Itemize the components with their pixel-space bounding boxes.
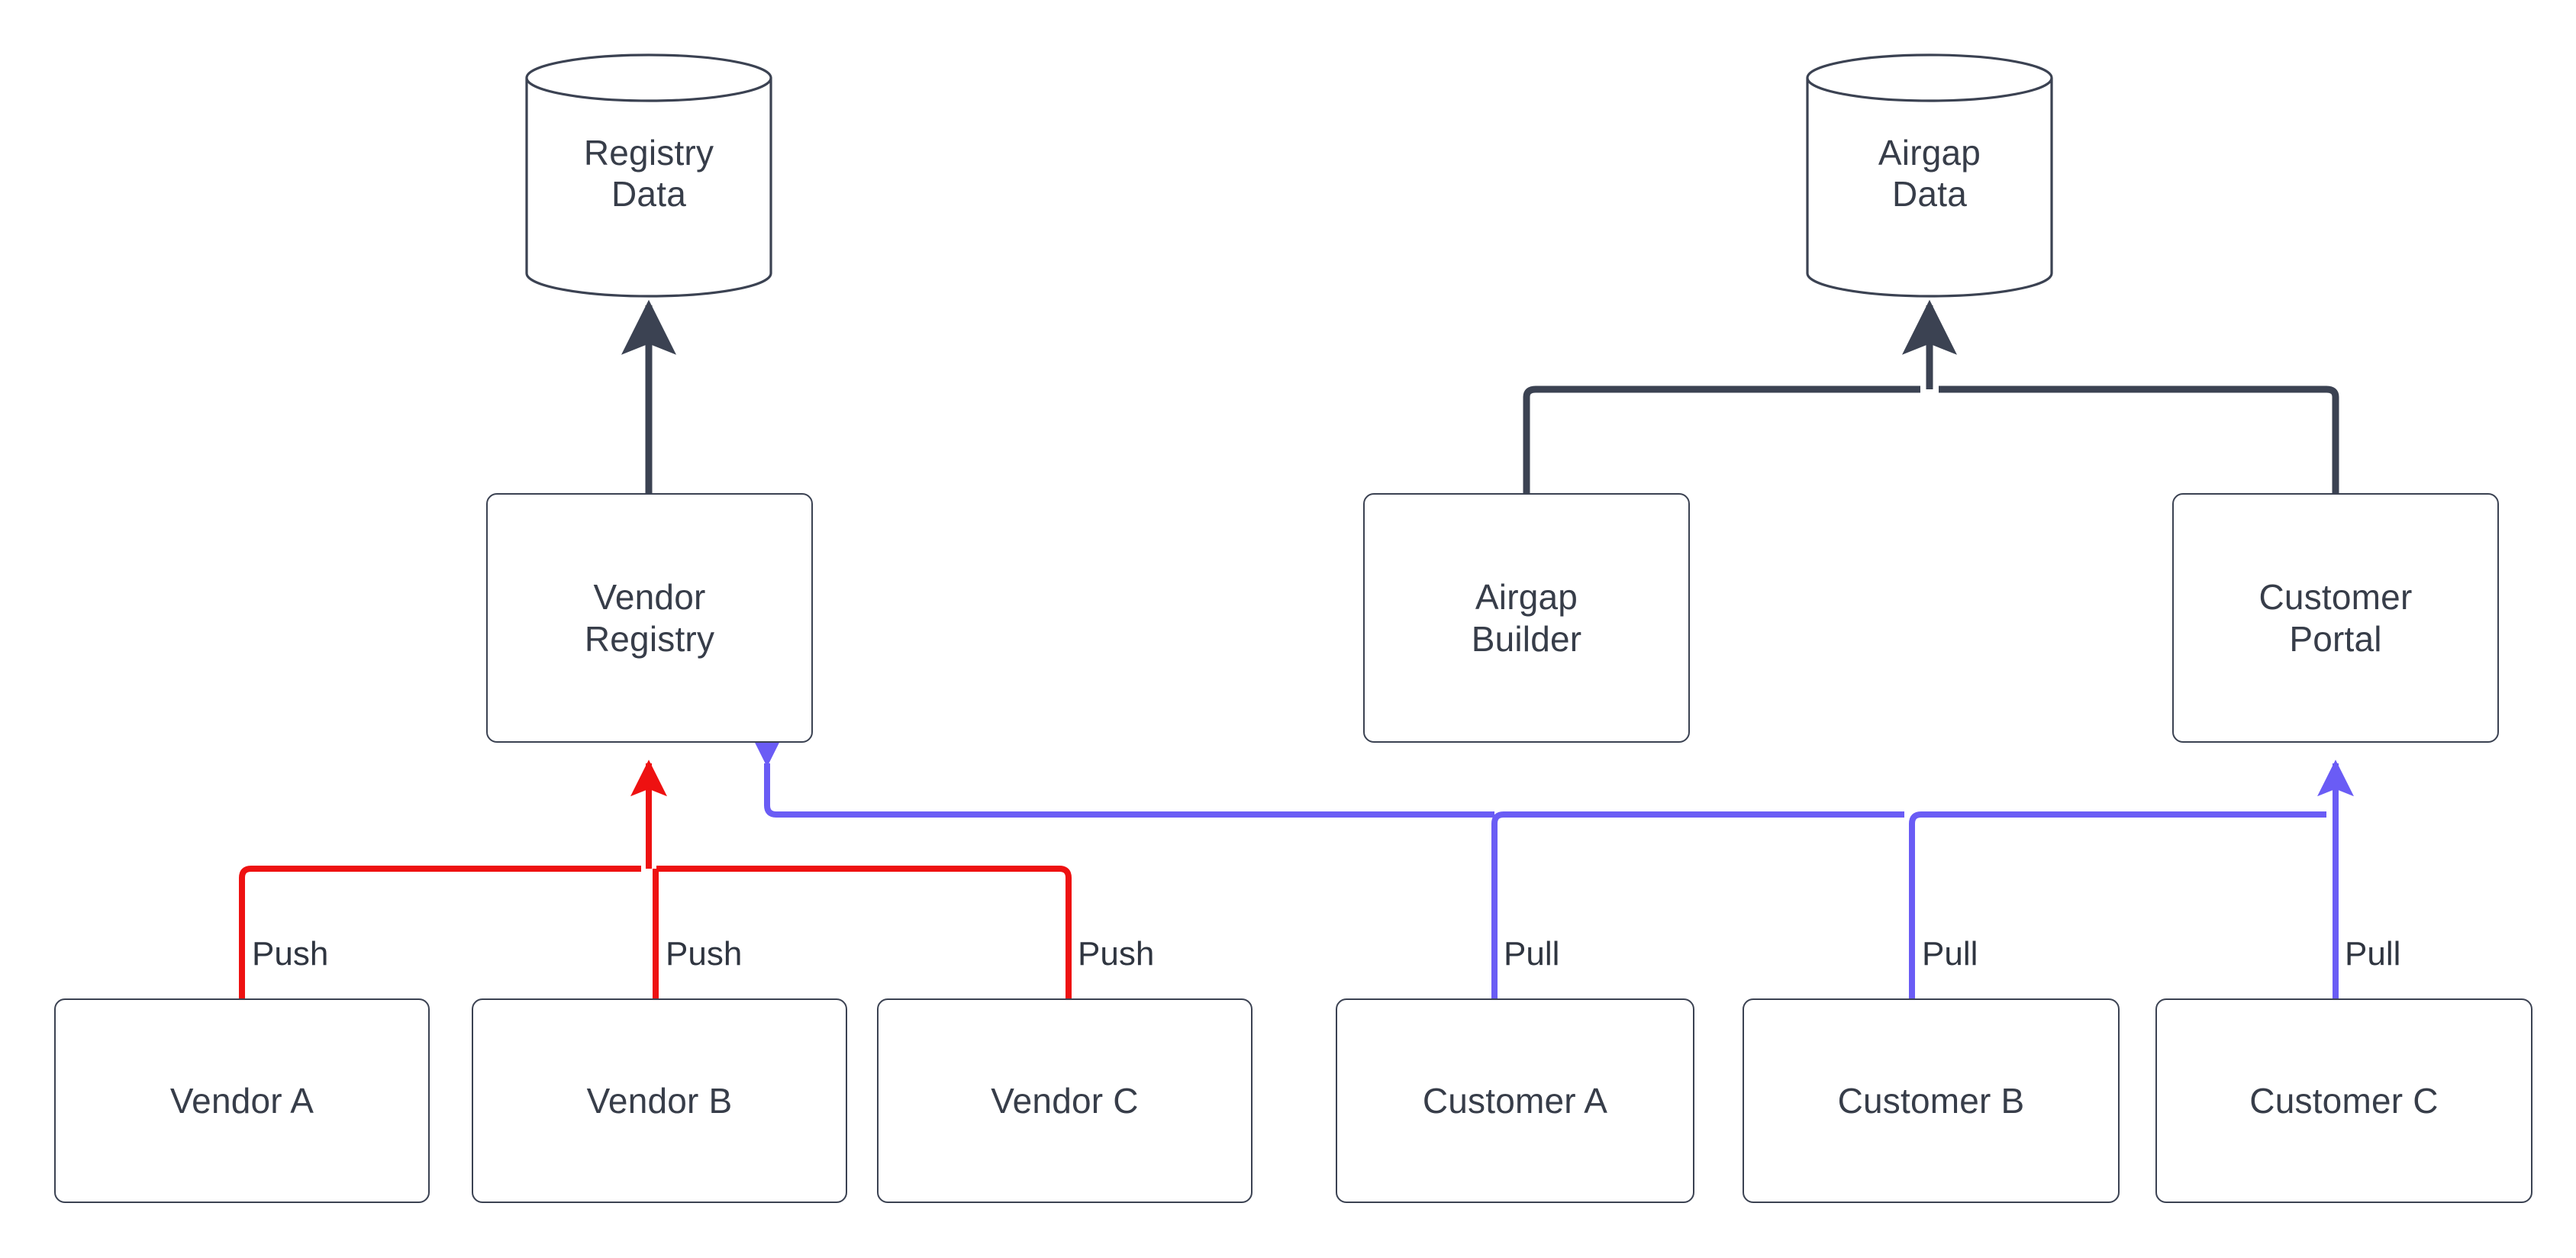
edge-pull-riser-to-vendor-registry xyxy=(749,730,1494,818)
label-line-1: Airgap xyxy=(1878,132,1981,173)
node-vendor-a[interactable]: Vendor A xyxy=(54,998,430,1203)
label-line-1: Vendor xyxy=(593,577,706,618)
edge-label-pull-customer-b: Pull xyxy=(1922,935,1978,973)
cylinder-shape xyxy=(525,53,772,298)
node-customer-c[interactable]: Customer C xyxy=(2155,998,2532,1203)
label-line-1: Airgap xyxy=(1475,577,1578,618)
node-customer-a-label: Customer A xyxy=(1422,1080,1608,1121)
node-customer-b[interactable]: Customer B xyxy=(1743,998,2120,1203)
label-line-1: Customer xyxy=(2258,577,2413,618)
node-airgap-data[interactable]: Airgap Data xyxy=(1806,53,2053,298)
node-vendor-c[interactable]: Vendor C xyxy=(877,998,1253,1203)
cylinder-shape xyxy=(1806,53,2053,298)
node-airgap-builder-label: Airgap Builder xyxy=(1472,576,1582,660)
edge-vendor-a-push xyxy=(239,866,641,998)
edge-label-push-vendor-b: Push xyxy=(666,935,743,973)
node-customer-b-label: Customer B xyxy=(1837,1080,2025,1121)
edge-label-pull-customer-c: Pull xyxy=(2345,935,2401,973)
node-airgap-data-label: Airgap Data xyxy=(1806,132,2053,220)
edge-label-push-vendor-c: Push xyxy=(1078,935,1155,973)
node-customer-portal[interactable]: Customer Portal xyxy=(2172,493,2499,743)
node-vendor-b-label: Vendor B xyxy=(586,1080,733,1121)
edge-label-push-vendor-a: Push xyxy=(252,935,329,973)
label-line-2: Portal xyxy=(2289,618,2382,659)
node-customer-c-label: Customer C xyxy=(2249,1080,2439,1121)
label-line-2: Registry xyxy=(584,618,715,659)
label-line-2: Data xyxy=(1892,174,1967,214)
node-vendor-registry[interactable]: Vendor Registry xyxy=(486,493,813,743)
node-customer-portal-label: Customer Portal xyxy=(2259,576,2413,660)
node-vendor-a-label: Vendor A xyxy=(169,1080,314,1121)
label-line-1: Registry xyxy=(583,132,714,173)
node-airgap-builder[interactable]: Airgap Builder xyxy=(1363,493,1690,743)
label-line-2: Data xyxy=(611,174,686,214)
node-vendor-c-label: Vendor C xyxy=(991,1080,1139,1121)
node-vendor-registry-label: Vendor Registry xyxy=(585,576,714,660)
node-registry-data-label: Registry Data xyxy=(525,132,772,220)
edge-airgap-builder-to-airgap-data xyxy=(1523,385,1920,493)
edge-vendor-c-push xyxy=(656,866,1072,998)
edge-label-pull-customer-a: Pull xyxy=(1504,935,1560,973)
label-line-2: Builder xyxy=(1471,618,1582,659)
node-registry-data[interactable]: Registry Data xyxy=(525,53,772,298)
node-vendor-b[interactable]: Vendor B xyxy=(472,998,847,1203)
node-customer-a[interactable]: Customer A xyxy=(1336,998,1694,1203)
edge-customer-portal-to-airgap-data xyxy=(1939,385,2339,493)
